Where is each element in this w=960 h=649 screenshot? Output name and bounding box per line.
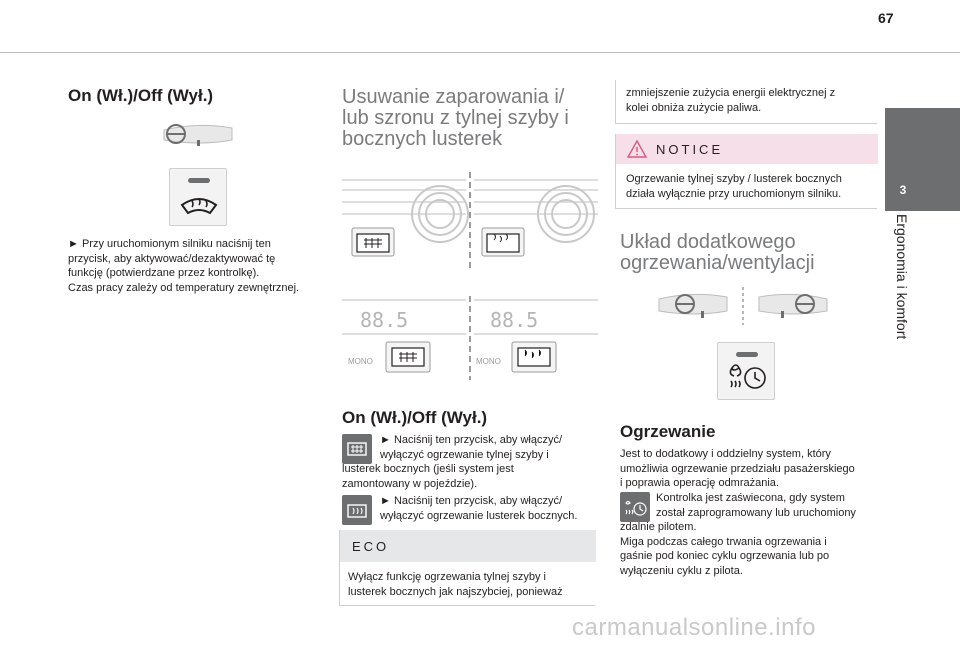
eco-title: ECO [352,539,390,554]
steering-wheel-left-icon [163,124,233,146]
col2-item1-line-1: ► Naciśnij ten przycisk, aby włączyć/ [380,434,563,446]
dashboard-illustration-top [342,172,598,268]
col3-title-line-1: Układ dodatkowego [620,231,796,253]
notice-box: NOTICE Ogrzewanie tylnej szyby / lustere… [615,134,878,209]
chapter-number: 3 [899,183,907,197]
cont-line-2: kolei obniża zużycie paliwa. [626,101,762,114]
eco-header: ECO [340,530,596,562]
fan-timer-icon [729,352,766,389]
mirror-heating-icon [342,495,372,525]
col1-line-1: ► Przy uruchomionym silniku naciśnij ten [68,238,271,250]
col2-item-2: ► Naciśnij ten przycisk, aby włączyć/ wy… [342,494,604,523]
temperature-display-right: 88.5 [490,308,539,332]
eco-continuation-text: zmniejszenie zużycia energii elektryczne… [626,86,876,115]
col2-title-line-1: Usuwanie zaparowania i/ [342,86,565,108]
col3-p3-line-1: Miga podczas całego trwania ogrzewania i [620,535,827,548]
mono-label-right: MONO [476,357,501,366]
notice-text: Ogrzewanie tylnej szyby / lusterek boczn… [626,172,876,201]
eco-continuation-box: zmniejszenie zużycia energii elektryczne… [615,80,877,124]
chapter-tab: 3 [885,108,960,211]
col3-p3-line-2: gaśnie pod koniec cyklu ogrzewania lub p… [620,550,830,562]
col3-title: Układ dodatkowego ogrzewania/wentylacji [620,232,878,274]
rear-defrost-button-graphic [169,168,227,226]
col2-heading: On (Wł.)/Off (Wył.) [342,408,488,427]
col3-paragraph-1: Jest to dodatkowy i oddzielny system, kt… [620,447,880,491]
col3-p1-line-2: umożliwia ogrzewanie przedziału pasażers… [620,462,855,475]
col2-item-1: ► Naciśnij ten przycisk, aby włączyć/ wy… [342,433,604,491]
notice-line-1: Ogrzewanie tylnej szyby / lusterek boczn… [626,173,842,185]
col3-title-line-2: ogrzewania/wentylacji [620,252,815,274]
auxiliary-heating-button-graphic [717,342,775,400]
warning-triangle-icon [626,139,648,158]
temperature-display-left: 88.5 [360,308,409,332]
watermark: carmanualsonline.info [572,614,816,641]
auxiliary-heating-indicator-icon [620,492,650,522]
col2-title-line-2: lub szronu z tylnej szyby i [342,107,569,129]
col3-p3-line-3: wyłączeniu cyklu z pilota. [620,564,743,577]
top-rule [0,52,960,53]
col3-p2-line-2: został zaprogramowany lub uruchomiony [656,506,856,519]
notice-line-2: działa wyłącznie przy uruchomionym silni… [626,187,842,200]
page-number: 67 [878,10,894,26]
col2-item2-line-1: ► Naciśnij ten przycisk, aby włączyć/ [380,495,563,507]
rear-window-heating-icon [342,434,372,464]
eco-line-1: Wyłącz funkcję ogrzewania tylnej szyby i [348,571,546,583]
chapter-title: Ergonomia i komfort [894,214,916,374]
col1-line-4: Czas pracy zależy od temperatury zewnętr… [68,281,300,294]
col3-p2-line-3: zdalnie pilotem. [620,521,697,533]
col3-paragraph-2: Kontrolka jest zaświecona, gdy system zo… [620,491,880,578]
col2-title-line-3: bocznych lusterek [342,128,503,150]
col2-title: Usuwanie zaparowania i/ lub szronu z tyl… [342,87,604,150]
col2-item1-line-4: zamontowany w pojeździe). [342,477,478,490]
dashboard-panel-right [474,179,598,257]
notice-title: NOTICE [656,142,724,157]
col1-line-2: przycisk, aby aktywować/dezaktywować tę [68,252,276,265]
dashboard-bottom-frame [342,296,598,380]
col3-heading: Ogrzewanie [620,422,716,441]
eco-text: Wyłącz funkcję ogrzewania tylnej szyby i… [348,570,596,599]
cont-line-1: zmniejszenie zużycia energii elektryczne… [626,87,836,99]
dashboard-illustration-bottom: 88.5 88.5 MONO MONO [342,296,598,380]
eco-line-2: lusterek bocznych jak najszybciej, ponie… [348,585,563,598]
chapter-title-text: Ergonomia i komfort [894,214,910,340]
col1-line-3: funkcję (potwierdzane przez kontrolkę). [68,267,260,279]
eco-box: ECO Wyłącz funkcję ogrzewania tylnej szy… [339,530,596,606]
notice-header: NOTICE [616,134,878,164]
col1-heading: On (Wł.)/Off (Wył.) [68,86,214,105]
col3-p2-line-1: Kontrolka jest zaświecona, gdy system [656,492,845,504]
windshield-defrost-icon [180,178,218,215]
col2-item1-line-3: lusterek bocznych (jeśli system jest [342,463,514,475]
col2-item1-line-2: wyłączyć ogrzewanie tylnej szyby i [380,448,549,461]
col2-item2-line-2: wyłączyć ogrzewanie lusterek bocznych. [380,509,578,522]
col3-p1-line-3: i poprawia operację odmrażania. [620,477,779,489]
col3-p1-line-1: Jest to dodatkowy i oddzielny system, kt… [620,448,831,460]
mono-label-left: MONO [348,357,373,366]
col1-paragraph: ► Przy uruchomionym silniku naciśnij ten… [68,237,328,295]
dashboard-panel-left [342,179,469,257]
steering-wheel-variants-icon [658,287,828,325]
